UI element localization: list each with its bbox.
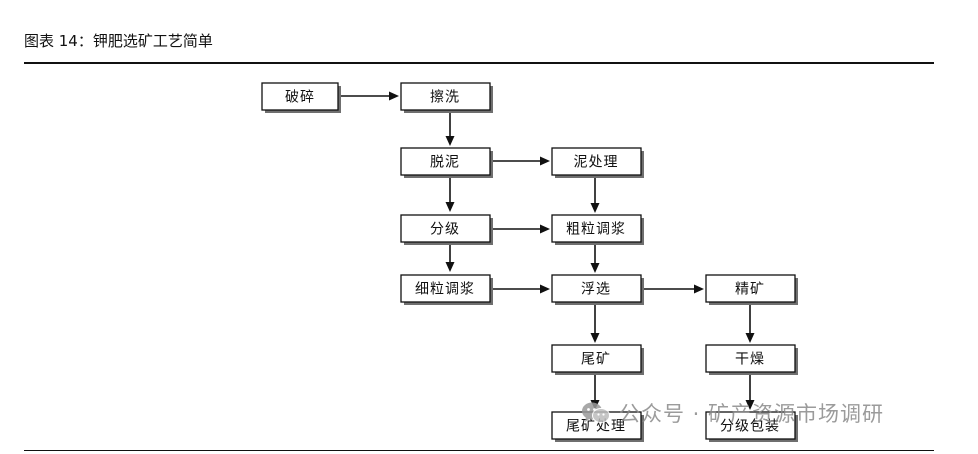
edge-deslime-slime-treatment	[490, 156, 550, 166]
node-flotation: 浮选	[551, 274, 644, 305]
node-tailings-treatment-label: 尾矿处理	[566, 419, 626, 435]
watermark-text: 公众号 · 矿产资源市场调研	[619, 402, 885, 426]
node-fine-conditioning: 细粒调浆	[400, 274, 493, 305]
node-scrub: 擦洗	[400, 82, 493, 113]
node-fine-conditioning-label: 细粒调浆	[415, 282, 475, 298]
node-deslime: 脱泥	[400, 147, 493, 178]
wechat-icon	[582, 402, 610, 423]
node-crush-label: 破碎	[285, 90, 315, 106]
top-rule	[24, 62, 934, 64]
node-crush: 破碎	[261, 82, 341, 113]
node-tailings: 尾矿	[551, 344, 644, 375]
node-slime-treatment-label: 泥处理	[574, 155, 619, 171]
edge-classify-fine-conditioning	[445, 244, 455, 272]
figure-title: 图表 14：钾肥选矿工艺简单	[24, 32, 213, 50]
edge-slime-treatment-coarse-conditioning	[590, 176, 600, 213]
node-classify-label: 分级	[430, 222, 460, 238]
node-coarse-conditioning-label: 粗粒调浆	[566, 222, 626, 238]
edge-drying-grading-packaging	[745, 374, 755, 410]
node-classify: 分级	[400, 214, 493, 245]
node-grading-packaging-label: 分级包装	[720, 419, 780, 435]
node-slime-treatment: 泥处理	[551, 147, 644, 178]
node-deslime-label: 脱泥	[430, 155, 460, 171]
node-scrub-label: 擦洗	[430, 89, 460, 106]
node-flotation-label: 浮选	[581, 282, 611, 298]
bottom-rule	[24, 450, 934, 451]
edge-coarse-conditioning-flotation	[590, 244, 600, 273]
edge-concentrate-drying	[745, 304, 755, 343]
node-concentrate: 精矿	[705, 274, 798, 305]
edge-deslime-classify	[445, 176, 455, 212]
node-coarse-conditioning: 粗粒调浆	[551, 214, 644, 245]
edge-scrub-deslime	[445, 110, 455, 146]
node-grading-packaging: 分级包装	[705, 411, 798, 442]
edge-flotation-concentrate	[644, 284, 704, 294]
edge-crush-scrub	[338, 91, 399, 101]
edge-fine-conditioning-flotation	[490, 284, 550, 294]
edge-classify-coarse-conditioning	[490, 224, 550, 234]
node-tailings-label: 尾矿	[581, 352, 611, 368]
watermark: 公众号 · 矿产资源市场调研	[581, 398, 884, 428]
edge-flotation-tailings	[590, 304, 600, 343]
node-concentrate-label: 精矿	[735, 282, 765, 298]
node-drying: 干燥	[705, 344, 798, 375]
node-drying-label: 干燥	[735, 352, 765, 368]
